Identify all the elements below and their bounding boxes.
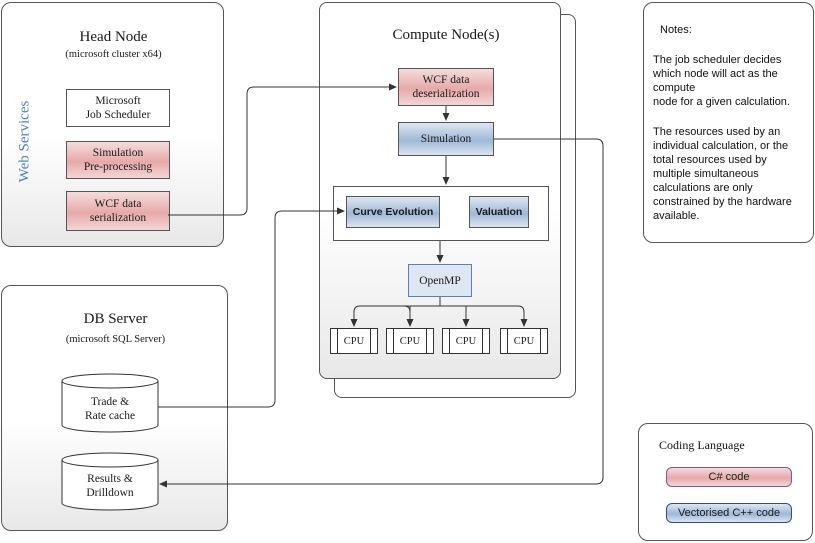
notes-panel: Notes: The job scheduler decides which n… (643, 2, 814, 243)
job-scheduler-box: Microsoft Job Scheduler (66, 89, 170, 127)
compute-node-title: Compute Node(s) (392, 27, 500, 43)
cpu-3: CPU (442, 328, 490, 354)
valuation-box: Valuation (469, 196, 529, 228)
notes-heading: Notes: (660, 24, 692, 36)
trade-rate-cache-label: Trade & Rate cache (84, 396, 136, 422)
cpu-4: CPU (500, 328, 548, 354)
notes-paragraph-1: The job scheduler decides which node wil… (653, 54, 790, 108)
legend-csharp: C# code (666, 467, 792, 487)
head-node-panel: Head Node (microsoft cluster x64) Web Se… (1, 2, 224, 247)
cpu-1: CPU (330, 328, 378, 354)
legend-cpp: Vectorised C++ code (666, 503, 792, 523)
head-node-title: Head Node (79, 29, 148, 45)
wcf-serialization-box: WCF data serialization (66, 191, 170, 231)
openmp-box: OpenMP (408, 264, 472, 297)
results-drilldown-label: Results & Drilldown (86, 473, 134, 499)
db-server-title: DB Server (83, 311, 148, 327)
legend-title: Coding Language (659, 438, 745, 452)
head-node-subtitle: (microsoft cluster x64) (65, 49, 162, 60)
notes-paragraph-2: The resources used by an individual calc… (653, 126, 792, 222)
preprocessing-box: Simulation Pre-processing (66, 141, 170, 179)
db-server-subtitle: (microsoft SQL Server) (65, 334, 166, 345)
coding-language-legend: Coding Language C# code Vectorised C++ c… (638, 423, 813, 541)
web-services-label: Web Services (16, 100, 33, 183)
cpu-2: CPU (386, 328, 434, 354)
wcf-deserialization-box: WCF data deserialization (398, 68, 494, 106)
curve-evolution-box: Curve Evolution (346, 196, 440, 228)
simulation-box: Simulation (398, 122, 494, 156)
